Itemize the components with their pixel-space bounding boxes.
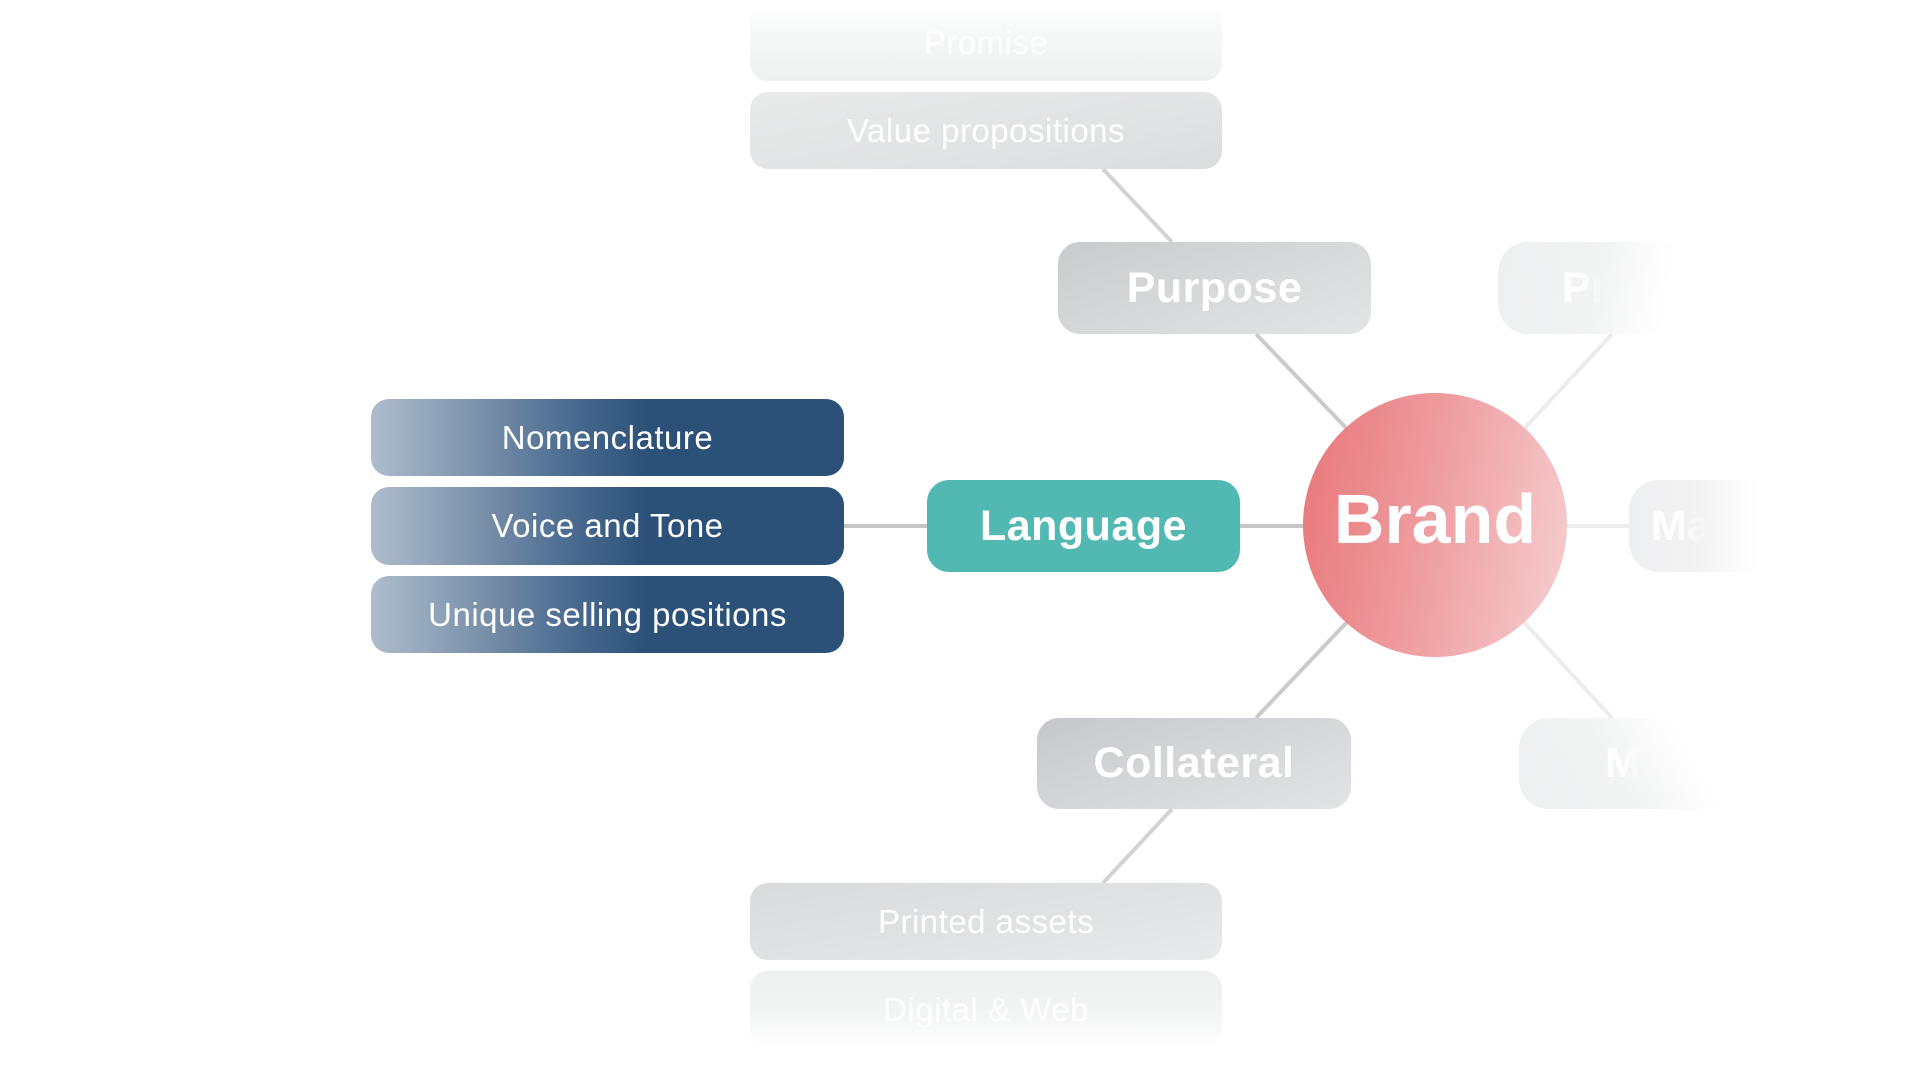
leaf-node-digital-web[interactable]: Digital & Web (750, 971, 1222, 1048)
leaf-label: Unique selling positions (428, 595, 787, 633)
branch-node-bottom-right[interactable]: M (1519, 718, 1759, 809)
leaf-label: Printed assets (877, 902, 1095, 940)
leaf-node-voice-and-tone[interactable]: Voice and Tone (371, 487, 844, 565)
branch-label: M (1605, 739, 1641, 787)
branch-label: Pr (1562, 263, 1608, 312)
leaf-node-value-propositions[interactable]: Value propositions (750, 92, 1222, 169)
branch-node-top-right[interactable]: Pr (1498, 242, 1738, 334)
leaf-node-unique-selling-positions[interactable]: Unique selling positions (371, 576, 844, 653)
leaf-node-nomenclature[interactable]: Nomenclature (371, 399, 844, 476)
branch-label: Collateral (1093, 739, 1295, 787)
connector-value-purpose (1101, 167, 1174, 244)
leaf-label: Value propositions (846, 111, 1126, 149)
leaf-label: Nomenclature (501, 418, 714, 456)
branch-node-right[interactable]: Ma (1629, 480, 1829, 572)
leaf-label: Promise (923, 23, 1049, 61)
branch-node-purpose[interactable]: Purpose (1058, 242, 1371, 334)
branch-node-collateral[interactable]: Collateral (1037, 718, 1351, 809)
center-node-brand[interactable]: Brand (1303, 393, 1567, 657)
leaf-node-promise[interactable]: Promise (750, 4, 1222, 81)
leaf-label: Digital & Web (883, 990, 1089, 1028)
branch-label: Ma (1651, 501, 1711, 550)
branch-label: Language (979, 501, 1188, 550)
connector-collateral-printed (1101, 807, 1174, 885)
branch-label: Purpose (1126, 263, 1303, 312)
connector-collateral-brand (1254, 619, 1350, 720)
branch-node-language[interactable]: Language (927, 480, 1240, 572)
connector-brand-topright (1521, 332, 1614, 432)
center-label: Brand (1333, 480, 1537, 558)
connector-brand-bottomright (1521, 619, 1614, 720)
leaf-label: Voice and Tone (491, 507, 724, 544)
leaf-node-printed-assets[interactable]: Printed assets (750, 883, 1222, 960)
connector-purpose-brand (1254, 332, 1350, 432)
